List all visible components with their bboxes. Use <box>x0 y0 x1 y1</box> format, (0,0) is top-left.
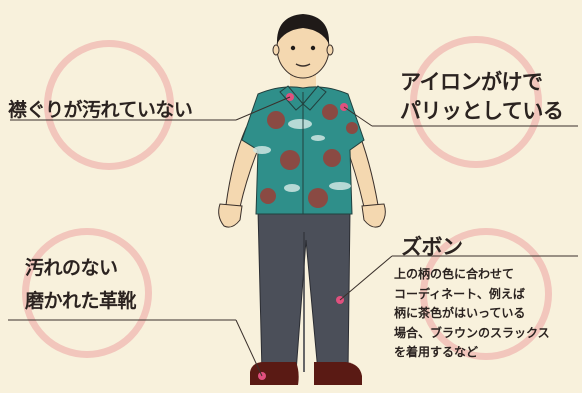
ring-shoes <box>22 228 152 358</box>
iron-label: アイロンがけで パリッとしている <box>400 68 564 126</box>
pants-title: ズボン <box>401 235 463 259</box>
pants-desc-line-3: 柄に茶色がはいっている <box>394 306 526 320</box>
pants-desc-line-5: を着用するなど <box>394 345 479 359</box>
shoes-label-line-2: 磨かれた革靴 <box>25 290 137 312</box>
ring-iron <box>410 36 542 168</box>
ring-collar <box>44 40 174 170</box>
pants-desc-line-1: 上の柄の色に合わせて <box>394 267 515 281</box>
iron-label-line-1: アイロンがけで <box>400 70 543 94</box>
pants-desc-line-4: 場合、ブラウンのスラックス <box>394 325 550 340</box>
shoes-label: 汚れのない 磨かれた革靴 <box>25 252 137 318</box>
ring-pants <box>420 228 552 360</box>
pants-desc-line-2: コーディネート、例えば <box>394 286 525 301</box>
collar-label: 襟ぐりが汚れていない <box>8 99 193 121</box>
iron-label-line-2: パリッとしている <box>400 99 564 123</box>
pants-description: 上の柄の色に合わせて コーディネート、例えば 柄に茶色がはいっている 場合、ブラ… <box>394 265 550 363</box>
shoes-label-line-1: 汚れのない <box>25 257 118 279</box>
